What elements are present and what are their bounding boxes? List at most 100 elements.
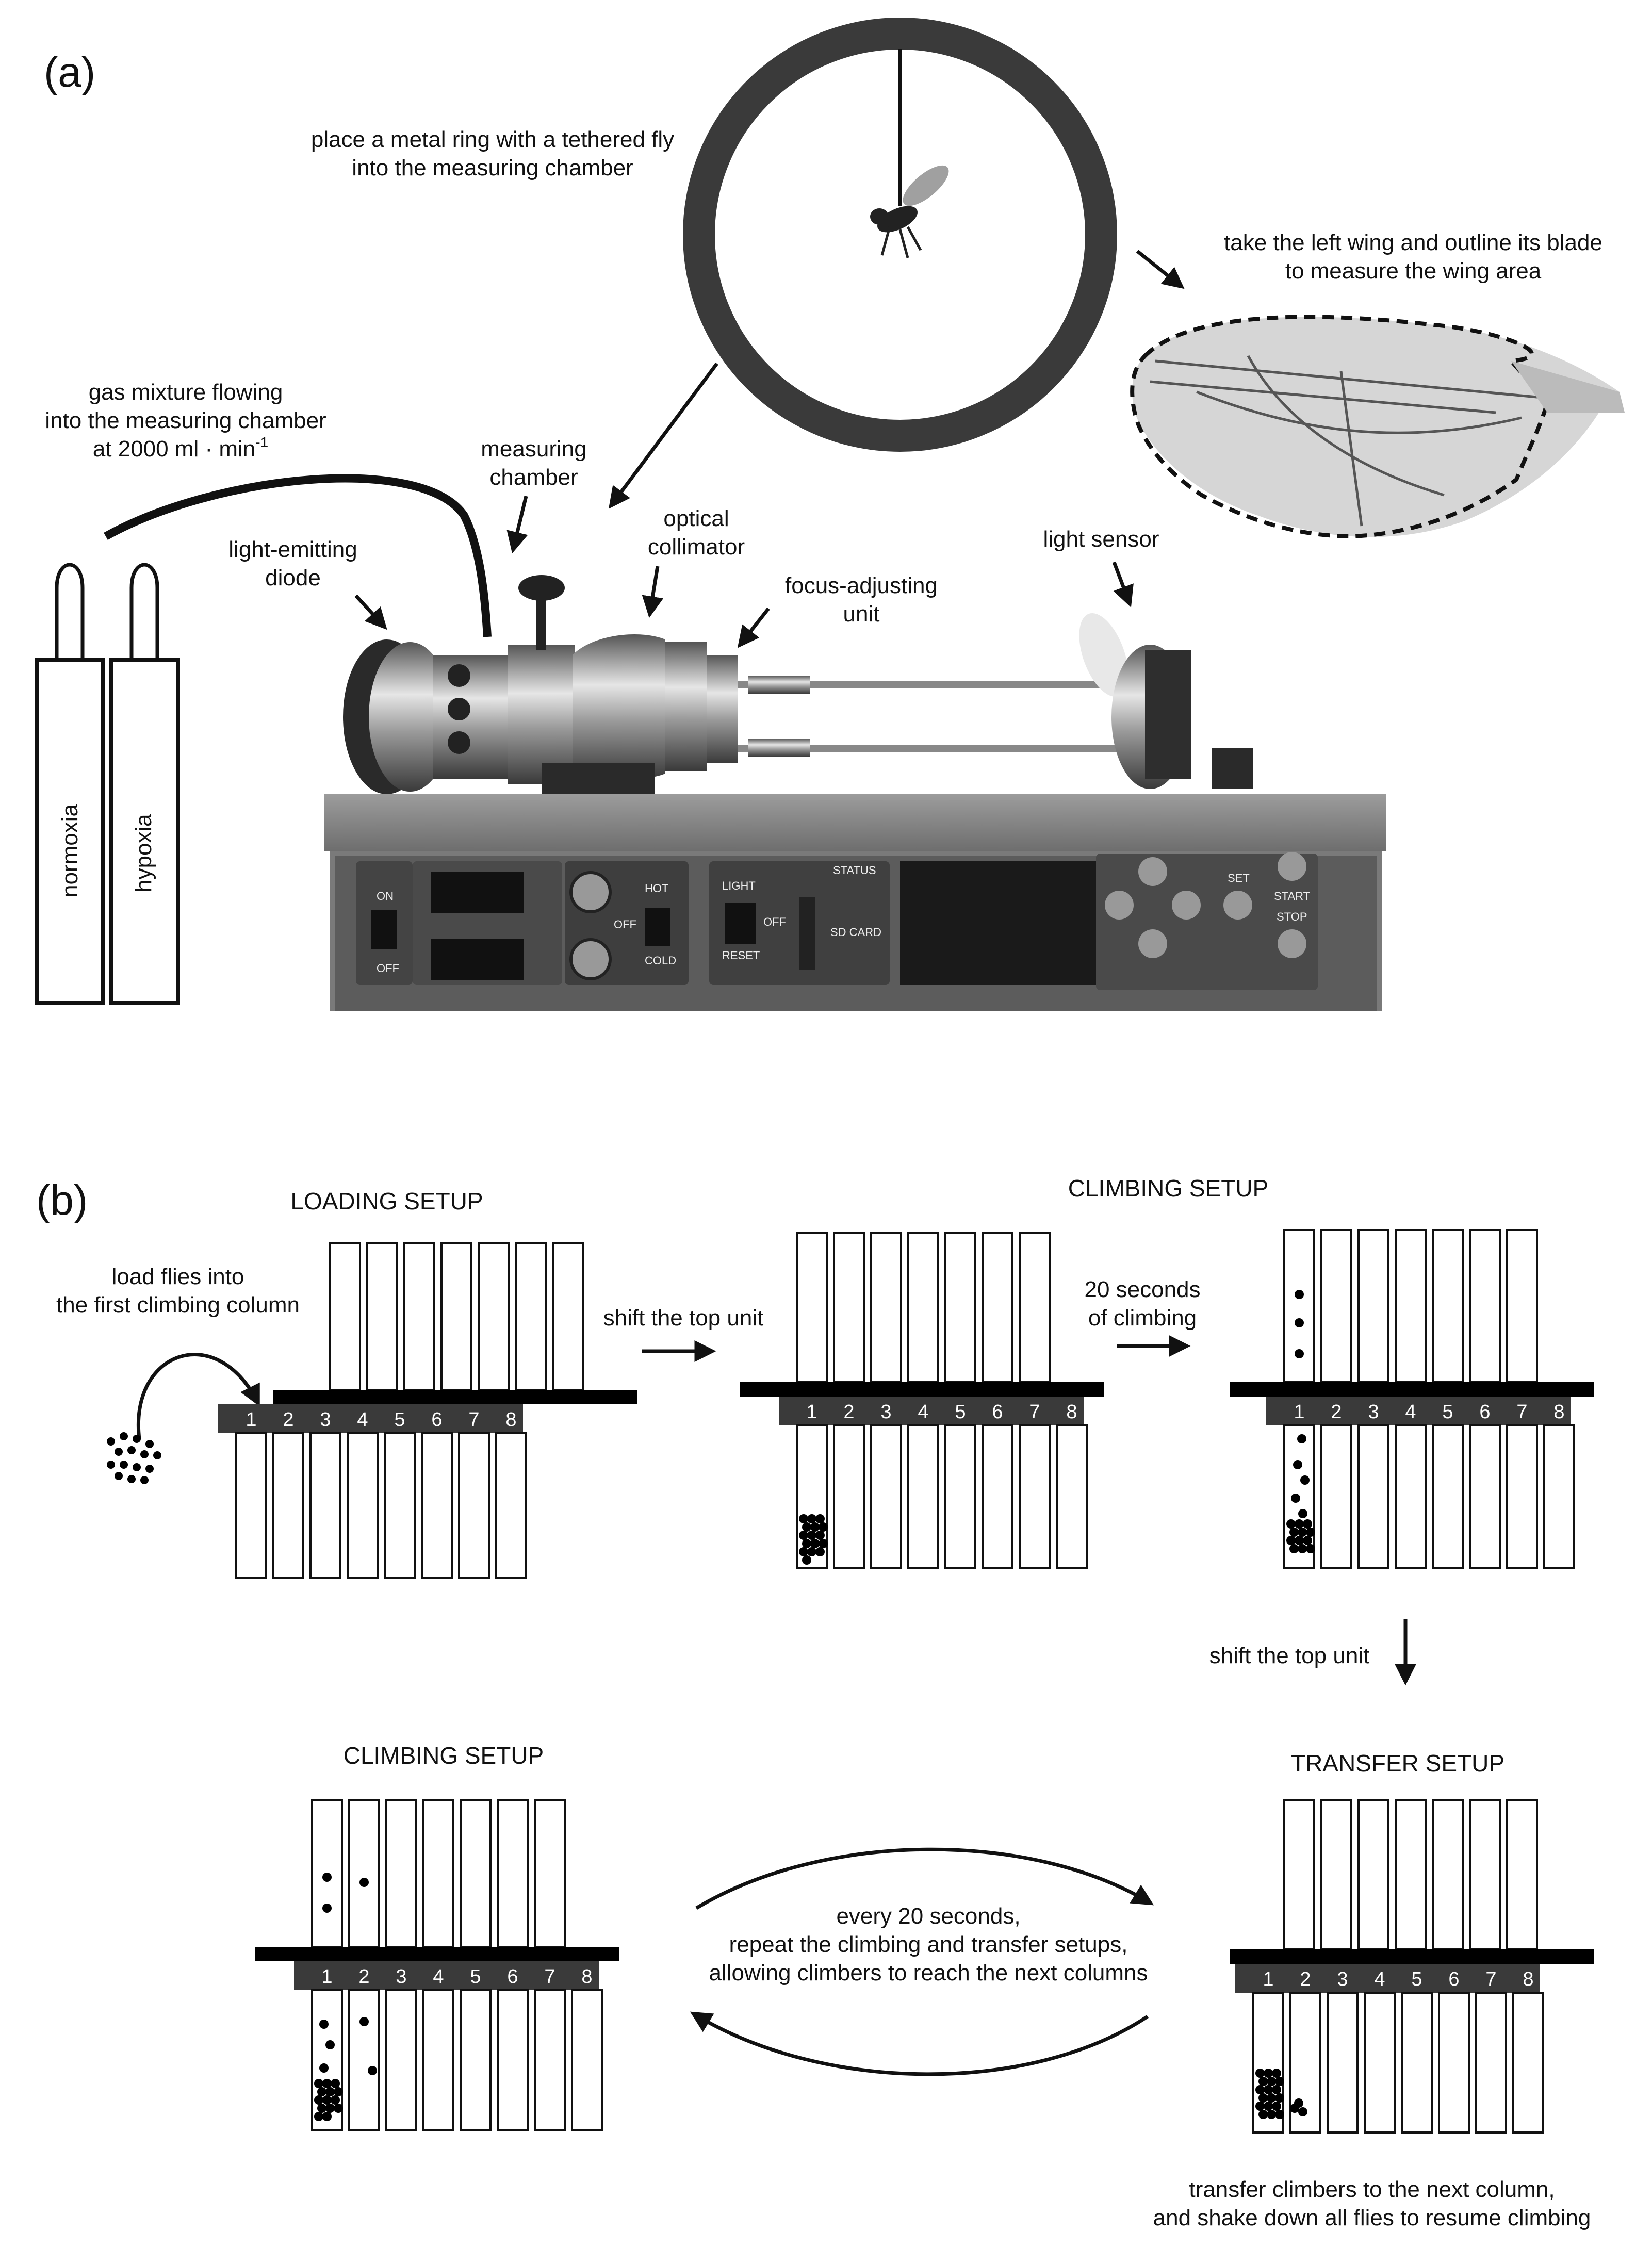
top-unit-bar (1230, 1949, 1594, 1964)
column-number: 6 (431, 1409, 442, 1431)
column-number: 7 (544, 1966, 555, 1988)
column-number: 3 (880, 1401, 891, 1423)
bottom-tube (458, 1432, 490, 1579)
fly-dot (807, 1531, 816, 1540)
fly-dot (1306, 1528, 1315, 1537)
fly-dot (325, 2040, 335, 2049)
column-number-strip (779, 1397, 1084, 1425)
fly-dot (1297, 1434, 1306, 1443)
fly-dot (1289, 1544, 1299, 1553)
fly-dot (325, 2104, 335, 2113)
column-number: 3 (396, 1966, 406, 1988)
fly-dot (1272, 2085, 1281, 2094)
top-tube (385, 1799, 417, 1948)
led-arrow (354, 594, 387, 630)
top-tube (1283, 1229, 1315, 1383)
fly-dot (819, 1522, 828, 1532)
top-tube (534, 1799, 566, 1948)
device-off2-label: OFF (614, 918, 636, 931)
fly-dot (802, 1522, 811, 1532)
fly-dot (1255, 2085, 1265, 2094)
device-off-label: OFF (377, 962, 399, 975)
fly-dot (1295, 1519, 1304, 1529)
device-sd-card-label: SD CARD (830, 926, 881, 939)
column-number: 6 (1479, 1401, 1490, 1423)
fly-dot (810, 1539, 820, 1548)
column-number: 4 (1405, 1401, 1416, 1423)
ring-caption-line2: into the measuring chamber (352, 155, 633, 181)
fly-dot (802, 1555, 811, 1565)
fly-dot (1255, 2069, 1265, 2078)
top-tube (870, 1232, 902, 1383)
fly-dot (1264, 2102, 1273, 2111)
top-unit-bar (1230, 1382, 1594, 1397)
fly-dot (1286, 1519, 1296, 1529)
bottom-tube (944, 1424, 976, 1569)
bottom-tube (1401, 1992, 1433, 2134)
bottom-tube (1395, 1424, 1427, 1569)
bottom-tube (1327, 1992, 1359, 2134)
focus-arrow (737, 607, 770, 648)
top-unit-bar (740, 1382, 1104, 1397)
bottom-tube (1438, 1992, 1470, 2134)
optical-assembly (343, 575, 1253, 794)
column-number: 8 (505, 1409, 516, 1431)
fly-dot (1295, 1349, 1304, 1358)
cycle-arrow-back (690, 2011, 1149, 2076)
top-tube (497, 1799, 529, 1948)
column-number: 1 (806, 1401, 817, 1423)
column-number: 4 (918, 1401, 928, 1423)
gas-caption-line2: into the measuring chamber (45, 408, 326, 433)
device-off3-label: OFF (763, 915, 786, 928)
bottom-tube (1357, 1424, 1389, 1569)
fly-dot (802, 1539, 811, 1548)
column-number: 7 (1029, 1401, 1040, 1423)
bottom-tube (907, 1424, 939, 1569)
transfer-setup-title: TRANSFER SETUP (1291, 1750, 1504, 1777)
column-number: 5 (1442, 1401, 1453, 1423)
column-number: 8 (581, 1966, 592, 1988)
bottom-tube (460, 1989, 492, 2131)
top-tube (1506, 1229, 1538, 1383)
bottom-tube (384, 1432, 416, 1579)
bottom-tube (1364, 1992, 1396, 2134)
fly-dot (1258, 2077, 1268, 2086)
top-tube (366, 1242, 398, 1391)
gas-caption-line3: at 2000 ml · min-1 (93, 434, 268, 462)
column-number: 2 (1300, 1968, 1311, 1990)
focus-label-line1: focus-adjusting (785, 573, 938, 598)
top-tube (460, 1799, 492, 1948)
fly-dot (331, 2095, 340, 2105)
top-unit-bar (273, 1390, 637, 1404)
top-tube (329, 1242, 361, 1391)
fly-dot (1294, 2098, 1303, 2108)
top-tube (440, 1242, 472, 1391)
column-number: 4 (357, 1409, 368, 1431)
top-tube (1432, 1799, 1464, 1950)
fly-dot (319, 2063, 329, 2073)
column-number: 5 (955, 1401, 966, 1423)
bottom-tube (1475, 1992, 1507, 2134)
hypoxia-bottle (109, 563, 180, 1005)
collimator-arrow (642, 566, 664, 618)
fly-dot (1303, 1519, 1312, 1529)
fly-dot (359, 2017, 369, 2026)
focus-label-line2: unit (843, 601, 880, 627)
fly-dot (799, 1514, 808, 1523)
chamber-label-line2: chamber (489, 465, 578, 490)
column-number: 1 (1263, 1968, 1273, 1990)
bottom-tube (534, 1989, 566, 2131)
fly-dot (322, 2095, 332, 2105)
fly-dot (1298, 1509, 1307, 1518)
fly-dot (319, 2020, 329, 2029)
device-light-label: LIGHT (722, 879, 756, 892)
fly-dot (1272, 2069, 1281, 2078)
repeat-line3: allowing climbers to reach the next colu… (709, 1960, 1148, 1986)
top-tube (403, 1242, 435, 1391)
top-tube (422, 1799, 454, 1948)
bottom-tube (385, 1989, 417, 2131)
column-number-strip (294, 1961, 599, 1990)
